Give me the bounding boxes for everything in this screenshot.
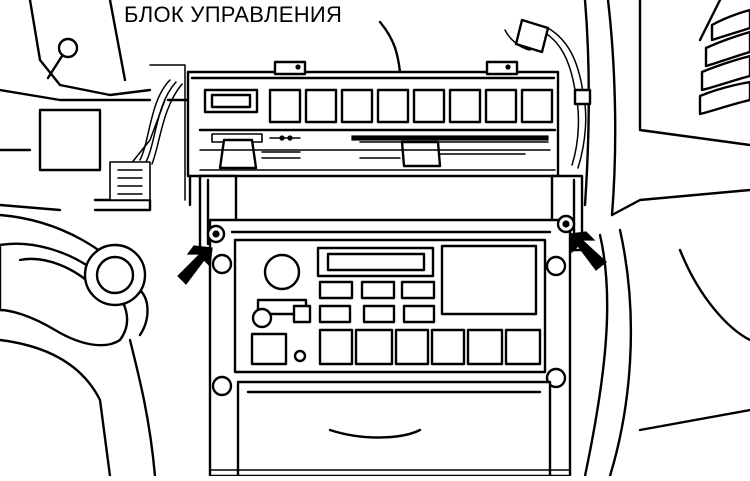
wiring-harness-right xyxy=(504,18,592,169)
dashboard-right xyxy=(583,0,750,478)
wiring-harness-left xyxy=(109,79,183,201)
arrow-icon xyxy=(177,245,213,285)
control-unit-label: БЛОК УПРАВЛЕНИЯ xyxy=(124,2,343,27)
dashboard-left xyxy=(0,0,192,212)
air-vent-right xyxy=(698,0,750,116)
control-unit xyxy=(186,20,560,178)
audio-unit xyxy=(208,218,572,478)
pin-knob xyxy=(46,37,79,80)
gear-shifter xyxy=(0,213,157,478)
mounting-screws xyxy=(206,214,576,244)
arrow-icon xyxy=(569,231,607,271)
